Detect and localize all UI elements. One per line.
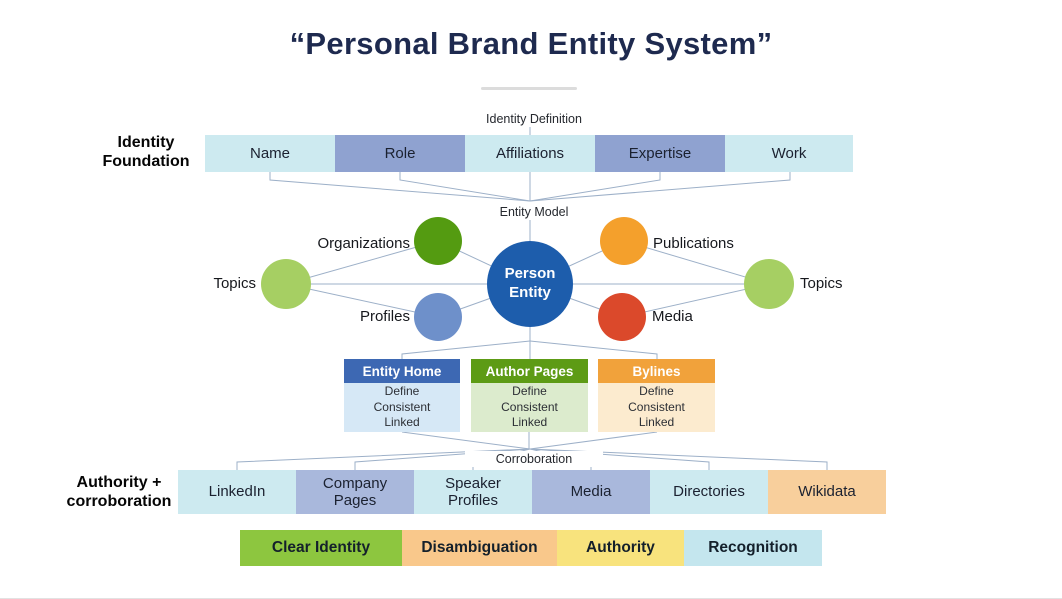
title-underline bbox=[481, 87, 577, 90]
media-label: Media bbox=[652, 308, 693, 325]
corroboration-box-directories: Directories bbox=[650, 470, 768, 514]
publications-node bbox=[600, 217, 648, 265]
foundation-box-expertise: Expertise bbox=[595, 135, 725, 172]
profiles-label: Profiles bbox=[359, 308, 410, 325]
entity-model-label: Entity Model bbox=[470, 204, 598, 220]
page-title: “Personal Brand Entity System” bbox=[289, 26, 773, 61]
pillar-card-author-pages: Author Pages Define Consistent Linked bbox=[471, 359, 588, 432]
corroboration-box-media-label: Media bbox=[570, 483, 612, 501]
pillar-card-entity-home: Entity Home Define Consistent Linked bbox=[344, 359, 460, 432]
legend-clear-identity: Clear Identity bbox=[240, 530, 402, 566]
pillar-card-author-pages-body-text: Define Consistent Linked bbox=[501, 383, 558, 430]
pillar-card-author-pages-title: Author Pages bbox=[471, 359, 588, 383]
publications-label: Publications bbox=[653, 235, 734, 252]
pillar-card-entity-home-title: Entity Home bbox=[344, 359, 460, 383]
legend-recognition: Recognition bbox=[684, 530, 822, 566]
identity-definition-label: Identity Definition bbox=[460, 111, 608, 127]
foundation-box-work: Work bbox=[725, 135, 853, 172]
corroboration-box-company-pages: Company Pages bbox=[296, 470, 414, 514]
pillar-card-author-pages-body: Define Consistent Linked bbox=[471, 383, 588, 432]
pillar-card-bylines: Bylines Define Consistent Linked bbox=[598, 359, 715, 432]
topics-right-label: Topics bbox=[800, 275, 843, 292]
foundation-box-affiliations: Affiliations bbox=[465, 135, 595, 172]
corroboration-box-linkedin: LinkedIn bbox=[178, 470, 296, 514]
corroboration-box-wikidata-label: Wikidata bbox=[798, 483, 856, 501]
legend-authority: Authority bbox=[557, 530, 684, 566]
corroboration-box-linkedin-label: LinkedIn bbox=[208, 483, 266, 501]
pillar-card-entity-home-body-text: Define Consistent Linked bbox=[373, 383, 431, 430]
authority-corroboration-section-label: Authority + corroboration bbox=[66, 474, 172, 510]
topics-right-node bbox=[744, 259, 794, 309]
corroboration-box-company-pages-label: Company Pages bbox=[322, 474, 388, 509]
person-entity-node: Person Entity bbox=[487, 241, 573, 327]
corroboration-box-media: Media bbox=[532, 470, 650, 514]
corroboration-box-speaker-profiles: Speaker Profiles bbox=[414, 470, 532, 514]
pillar-card-entity-home-body: Define Consistent Linked bbox=[344, 383, 460, 432]
corroboration-box-directories-label: Directories bbox=[673, 483, 745, 501]
organizations-node bbox=[414, 217, 462, 265]
topics-left-label: Topics bbox=[213, 275, 256, 292]
media-node bbox=[598, 293, 646, 341]
identity-foundation-section-label: Identity Foundation bbox=[102, 134, 190, 170]
pillar-card-bylines-title: Bylines bbox=[598, 359, 715, 383]
foundation-box-role: Role bbox=[335, 135, 465, 172]
pillar-card-bylines-body: Define Consistent Linked bbox=[598, 383, 715, 432]
pillar-card-bylines-body-text: Define Consistent Linked bbox=[628, 383, 685, 430]
legend-disambiguation: Disambiguation bbox=[402, 530, 557, 566]
corroboration-box-speaker-profiles-label: Speaker Profiles bbox=[445, 474, 501, 509]
organizations-label: Organizations bbox=[317, 235, 410, 252]
topics-left-node bbox=[261, 259, 311, 309]
person-entity-label: Person Entity bbox=[504, 265, 556, 301]
foundation-box-name: Name bbox=[205, 135, 335, 172]
corroboration-box-wikidata: Wikidata bbox=[768, 470, 886, 514]
corroboration-label: Corroboration bbox=[465, 451, 603, 467]
profiles-node bbox=[414, 293, 462, 341]
